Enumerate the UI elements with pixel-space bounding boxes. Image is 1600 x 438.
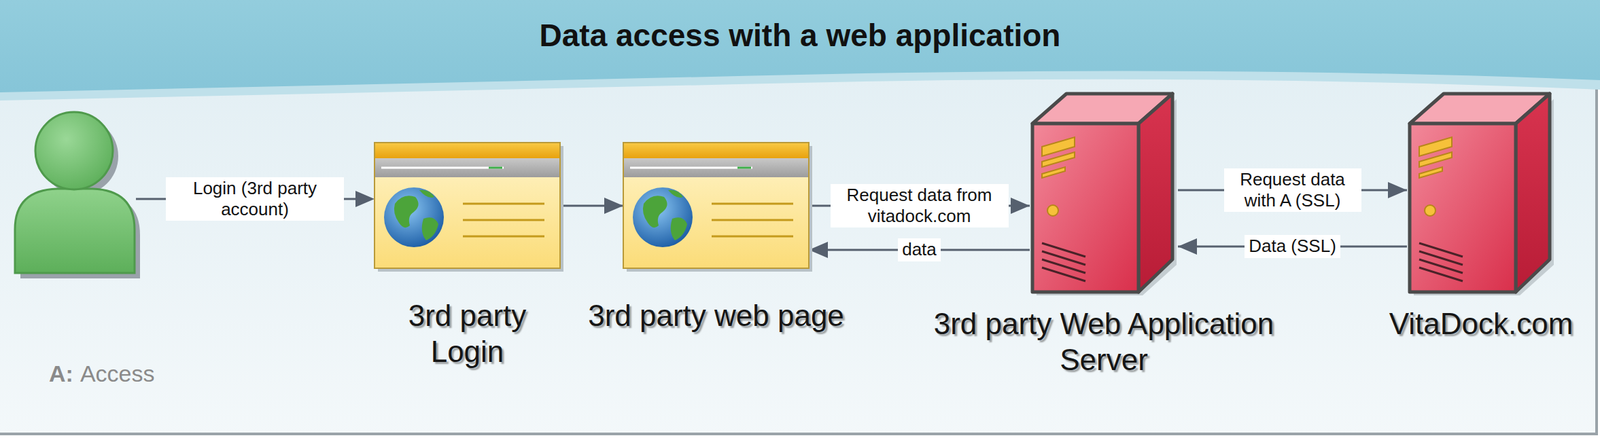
note-text: Access bbox=[80, 360, 155, 387]
node-caption: 3rd party web page bbox=[556, 298, 877, 335]
server-node: 3rd party Web Application Server bbox=[1029, 89, 1178, 296]
browser-window-node: 3rd party web page bbox=[623, 142, 809, 269]
server-icon bbox=[1406, 89, 1556, 296]
node-caption: 3rd party Web Application Server bbox=[899, 306, 1308, 379]
browser-icon bbox=[623, 142, 809, 269]
edge-label: Data (SSL) bbox=[1244, 235, 1341, 258]
edge-label: Request data with A (SSL) bbox=[1224, 168, 1362, 213]
server-icon bbox=[1029, 89, 1178, 296]
server-node: VitaDock.com bbox=[1406, 89, 1556, 296]
browser-window-node: 3rd party Login bbox=[374, 142, 561, 269]
person-icon bbox=[14, 112, 141, 279]
connector-arrow bbox=[560, 205, 624, 208]
edge-label: Request data from vitadock.com bbox=[830, 184, 1009, 228]
browser-icon bbox=[374, 142, 561, 269]
edge-label: data bbox=[897, 238, 941, 262]
note-key: A: bbox=[48, 360, 74, 387]
access-note: A:Access bbox=[48, 360, 155, 388]
node-caption: 3rd party Login bbox=[379, 298, 556, 371]
node-caption: VitaDock.com bbox=[1358, 306, 1600, 343]
diagram-title: Data access with a web application bbox=[0, 16, 1600, 55]
arrow-label: Login (3rd party account) bbox=[165, 177, 344, 221]
